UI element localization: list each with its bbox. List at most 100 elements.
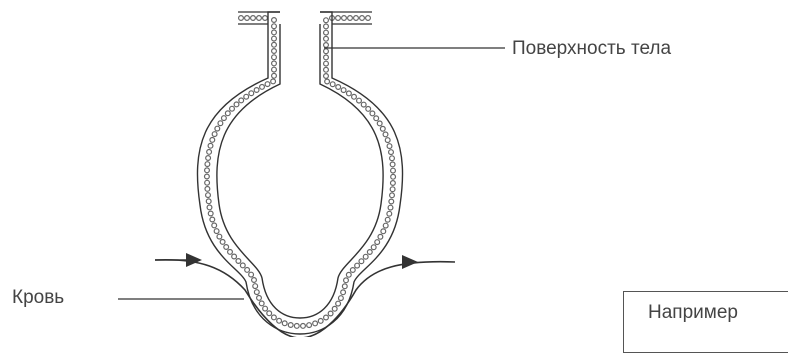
epithelial-cell <box>208 143 213 148</box>
epithelial-cell <box>385 217 390 222</box>
epithelial-cell <box>267 311 272 316</box>
epithelial-cell <box>391 174 396 179</box>
epithelial-cell <box>390 187 395 192</box>
epithelial-cell <box>313 321 318 326</box>
epithelial-cell <box>271 79 276 84</box>
epithelial-cell <box>324 315 329 320</box>
epithelial-cell <box>254 290 259 295</box>
epithelial-cell <box>228 250 233 255</box>
epithelial-cell <box>272 55 277 60</box>
epithelial-cell <box>388 205 393 210</box>
epithelial-cell <box>288 323 293 328</box>
epithelial-cell <box>336 85 341 90</box>
epithelial-cell <box>324 18 329 23</box>
epithelial-cell <box>325 79 330 84</box>
epithelial-cell <box>389 199 394 204</box>
epithelial-cell <box>208 211 213 216</box>
epithelial-cell <box>357 98 362 103</box>
epithelial-cell <box>220 240 225 245</box>
epithelial-cell <box>348 16 353 21</box>
epithelial-cell <box>272 315 277 320</box>
body-surface-label: Поверхность тела <box>512 38 671 60</box>
epithelial-cell <box>240 263 245 268</box>
epithelial-cell <box>217 234 222 239</box>
epithelial-cell <box>207 205 212 210</box>
epithelial-cell <box>251 16 256 21</box>
epithelial-cell <box>374 116 379 121</box>
epithelial-cell <box>354 16 359 21</box>
epithelial-cell <box>361 102 366 107</box>
epithelial-cell <box>390 156 395 161</box>
epithelial-cell <box>367 250 372 255</box>
gland-inner-wall <box>217 24 383 318</box>
epithelial-cell <box>360 16 365 21</box>
epithelial-cell <box>324 74 329 79</box>
epithelial-cell <box>307 323 312 328</box>
epithelial-cell <box>257 16 262 21</box>
epithelial-cell <box>350 268 355 273</box>
epithelial-cell <box>377 121 382 126</box>
epithelial-cell <box>332 306 337 311</box>
epithelial-cell <box>263 306 268 311</box>
epithelial-cell <box>294 324 299 329</box>
epithelial-cell <box>245 16 250 21</box>
arrow-in-icon <box>155 253 202 267</box>
epithelial-cell <box>344 278 349 283</box>
epithelial-cell <box>249 91 254 96</box>
epithelial-cell <box>277 318 282 323</box>
epithelial-cell <box>324 55 329 60</box>
epithelial-cell <box>265 82 270 87</box>
epithelial-cell <box>390 193 395 198</box>
epithelial-cell <box>210 217 215 222</box>
epithelial-cell <box>230 106 235 111</box>
epithelial-cell <box>359 259 364 264</box>
epithelial-cell <box>206 193 211 198</box>
epithelial-cell <box>212 223 217 228</box>
arrow-out-icon <box>402 255 418 269</box>
epithelial-cell <box>212 132 217 137</box>
epithelial-cell <box>324 49 329 54</box>
example-label: Например <box>648 302 738 324</box>
epithelial-cell <box>207 150 212 155</box>
epithelial-cell <box>328 311 333 316</box>
epithelial-cell <box>352 94 357 99</box>
epithelial-cell <box>272 24 277 29</box>
epithelial-cell <box>324 24 329 29</box>
epithelial-cell <box>324 67 329 72</box>
epithelial-cell <box>355 263 360 268</box>
epithelial-cell <box>387 144 392 149</box>
epithelial-cell <box>375 240 380 245</box>
epithelial-cell <box>239 16 244 21</box>
epithelial-cell <box>263 16 268 21</box>
epithelial-cell <box>252 278 257 283</box>
epithelial-cell <box>224 245 229 250</box>
epithelial-cell <box>272 61 277 66</box>
epithelial-cell <box>378 234 383 239</box>
epithelial-cell <box>301 324 306 329</box>
epithelial-cell <box>342 284 347 289</box>
epithelial-cell <box>272 18 277 23</box>
epithelial-cell <box>336 16 341 21</box>
epithelial-cell <box>244 94 249 99</box>
epithelial-cell <box>390 162 395 167</box>
epithelial-cell <box>282 321 287 326</box>
blood-label: Кровь <box>12 287 64 309</box>
epithelial-cell <box>366 16 371 21</box>
example-box: Например <box>623 291 788 353</box>
epithelial-cell <box>330 82 335 87</box>
epithelial-cell <box>371 245 376 250</box>
epithelial-cell <box>254 88 259 93</box>
epithelial-cell <box>391 168 396 173</box>
epithelial-cell <box>387 211 392 216</box>
epithelial-cell <box>341 88 346 93</box>
epithelial-cell <box>342 16 347 21</box>
epithelial-cell <box>272 73 277 78</box>
epithelial-cell <box>257 296 262 301</box>
epithelial-cell <box>214 229 219 234</box>
epithelial-cell <box>272 49 277 54</box>
epithelial-cell <box>370 111 375 116</box>
epithelial-cell <box>205 187 210 192</box>
epithelial-cell <box>249 272 254 277</box>
epithelial-cell <box>336 301 341 306</box>
epithelial-cell <box>232 254 237 259</box>
